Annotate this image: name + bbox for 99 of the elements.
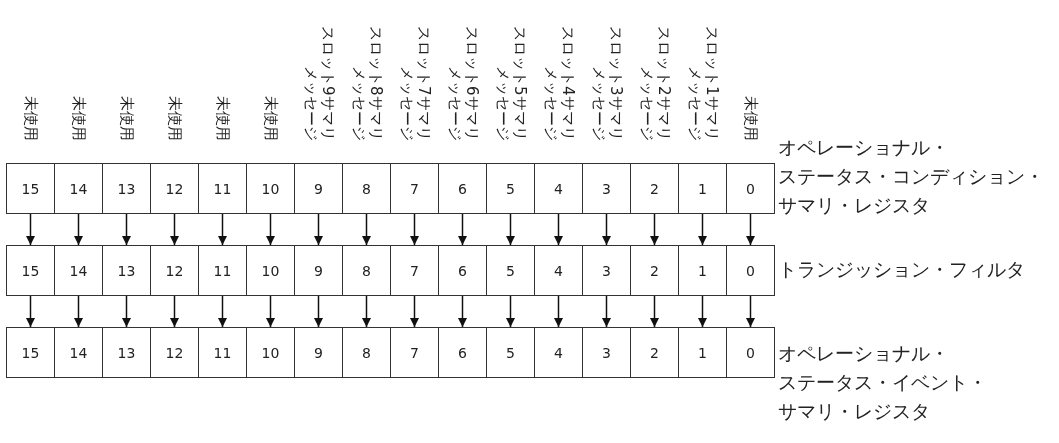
bit-cell: 14 bbox=[54, 163, 103, 214]
arrow bbox=[122, 213, 131, 246]
arrow bbox=[26, 295, 35, 328]
bit-label: 未使用 bbox=[70, 95, 87, 141]
bit-cell: 14 bbox=[54, 327, 103, 378]
bit-label: 未使用 bbox=[742, 95, 759, 141]
bit-cell: 15 bbox=[6, 327, 55, 378]
bit-label: スロット7サマリメッセージ bbox=[397, 25, 432, 141]
bit-label: 未使用 bbox=[166, 95, 183, 141]
bit-label: 未使用 bbox=[214, 95, 231, 141]
bit-cell: 4 bbox=[534, 327, 583, 378]
arrow bbox=[650, 213, 659, 246]
bit-cell: 5 bbox=[486, 163, 535, 214]
arrow bbox=[650, 295, 659, 328]
bit-label: スロット6サマリメッセージ bbox=[445, 25, 480, 141]
bit-cell: 5 bbox=[486, 327, 535, 378]
arrow bbox=[554, 213, 563, 246]
arrow bbox=[746, 213, 755, 246]
bit-cell: 13 bbox=[102, 245, 151, 296]
bit-cell: 14 bbox=[54, 245, 103, 296]
arrow bbox=[218, 295, 227, 328]
bit-label: スロット8サマリメッセージ bbox=[349, 25, 384, 141]
arrow bbox=[746, 295, 755, 328]
arrow bbox=[266, 295, 275, 328]
arrow bbox=[602, 213, 611, 246]
bit-cell: 2 bbox=[630, 245, 679, 296]
arrow bbox=[170, 213, 179, 246]
arrow bbox=[362, 295, 371, 328]
bit-label: スロット4サマリメッセージ bbox=[541, 25, 576, 141]
bit-cell: 7 bbox=[390, 163, 439, 214]
bit-cell: 12 bbox=[150, 245, 199, 296]
bit-label: スロット3サマリメッセージ bbox=[589, 25, 624, 141]
bit-label: 未使用 bbox=[262, 95, 279, 141]
arrow bbox=[266, 213, 275, 246]
bit-cell: 5 bbox=[486, 245, 535, 296]
bit-cell: 13 bbox=[102, 163, 151, 214]
bit-cell: 1 bbox=[678, 327, 727, 378]
arrow bbox=[602, 295, 611, 328]
bit-label: 未使用 bbox=[22, 95, 39, 141]
bit-cell: 10 bbox=[246, 163, 295, 214]
bit-cell: 6 bbox=[438, 163, 487, 214]
bit-cell: 3 bbox=[582, 327, 631, 378]
arrow bbox=[698, 295, 707, 328]
arrow bbox=[410, 295, 419, 328]
arrow bbox=[506, 295, 515, 328]
bit-cell: 15 bbox=[6, 163, 55, 214]
bit-cell: 3 bbox=[582, 245, 631, 296]
arrow bbox=[74, 213, 83, 246]
bit-label: スロット2サマリメッセージ bbox=[637, 25, 672, 141]
bit-label: スロット9サマリメッセージ bbox=[301, 25, 336, 141]
arrow bbox=[74, 295, 83, 328]
bit-label: スロット1サマリメッセージ bbox=[685, 25, 720, 141]
arrow bbox=[458, 213, 467, 246]
bit-cell: 1 bbox=[678, 245, 727, 296]
arrow bbox=[26, 213, 35, 246]
arrow bbox=[362, 213, 371, 246]
bit-cell: 4 bbox=[534, 245, 583, 296]
arrow bbox=[170, 295, 179, 328]
bit-cell: 6 bbox=[438, 245, 487, 296]
bit-cell: 9 bbox=[294, 245, 343, 296]
bit-cell: 8 bbox=[342, 245, 391, 296]
bit-cell: 12 bbox=[150, 327, 199, 378]
bit-cell: 15 bbox=[6, 245, 55, 296]
arrow bbox=[314, 295, 323, 328]
bit-label: スロット5サマリメッセージ bbox=[493, 25, 528, 141]
arrow bbox=[314, 213, 323, 246]
arrow bbox=[554, 295, 563, 328]
bit-cell: 7 bbox=[390, 245, 439, 296]
bit-label: 未使用 bbox=[118, 95, 135, 141]
bit-cell: 12 bbox=[150, 163, 199, 214]
arrow bbox=[506, 213, 515, 246]
bit-cell: 13 bbox=[102, 327, 151, 378]
bit-cell: 10 bbox=[246, 245, 295, 296]
arrow bbox=[218, 213, 227, 246]
bit-cell: 4 bbox=[534, 163, 583, 214]
register-name: オペレーショナル・ステータス・イベント・サマリ・レジスタ bbox=[778, 341, 988, 424]
bit-cell: 11 bbox=[198, 327, 247, 378]
bit-cell: 8 bbox=[342, 163, 391, 214]
bit-cell: 0 bbox=[726, 163, 775, 214]
bit-cell: 8 bbox=[342, 327, 391, 378]
bit-cell: 6 bbox=[438, 327, 487, 378]
bit-cell: 0 bbox=[726, 245, 775, 296]
arrow bbox=[410, 213, 419, 246]
bit-cell: 9 bbox=[294, 327, 343, 378]
bit-cell: 0 bbox=[726, 327, 775, 378]
bit-cell: 11 bbox=[198, 163, 247, 214]
arrow bbox=[458, 295, 467, 328]
bit-cell: 7 bbox=[390, 327, 439, 378]
bit-cell: 2 bbox=[630, 327, 679, 378]
bit-cell: 10 bbox=[246, 327, 295, 378]
bit-cell: 2 bbox=[630, 163, 679, 214]
arrow bbox=[122, 295, 131, 328]
bit-cell: 1 bbox=[678, 163, 727, 214]
bit-cell: 11 bbox=[198, 245, 247, 296]
register-name: トランジッション・フィルタ bbox=[778, 257, 1026, 282]
arrow bbox=[698, 213, 707, 246]
bit-cell: 3 bbox=[582, 163, 631, 214]
bit-cell: 9 bbox=[294, 163, 343, 214]
register-name: オペレーショナル・ステータス・コンディション・サマリ・レジスタ bbox=[778, 135, 1045, 218]
